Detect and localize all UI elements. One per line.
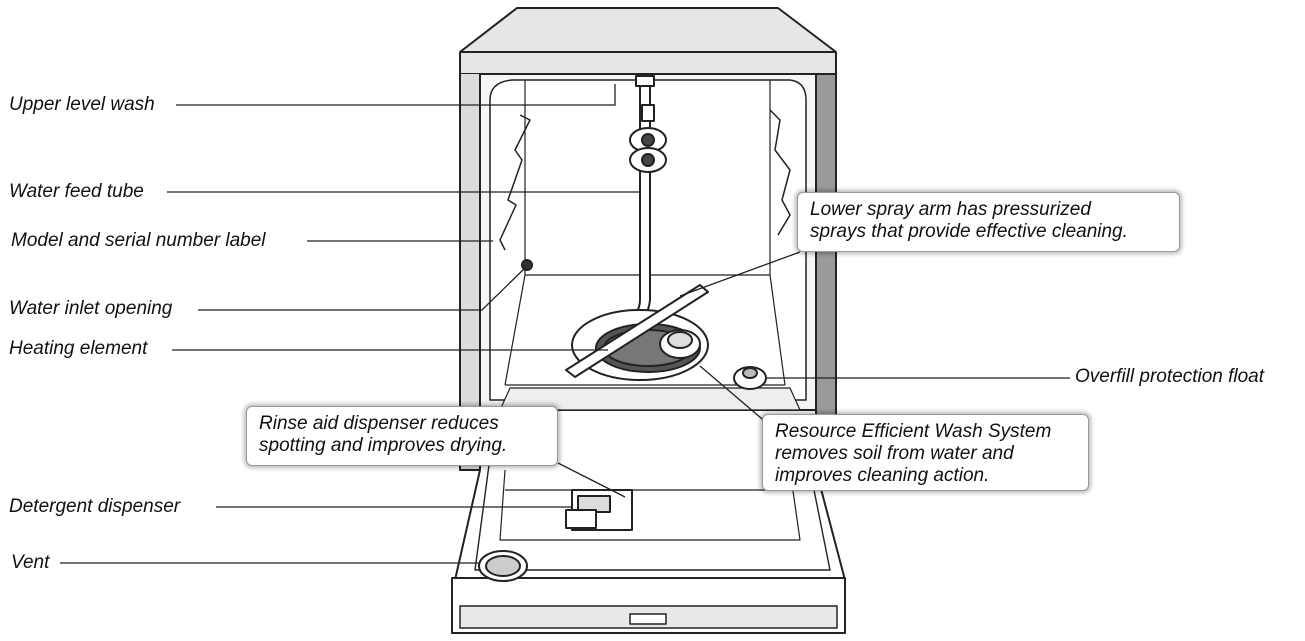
leader-spray-arm [679,251,801,297]
label-upper-level-wash: Upper level wash [9,94,155,115]
leader-wash-system [699,365,769,425]
cabinet-right-side [815,73,837,471]
water-inlet-dot [521,259,533,271]
callout-spray-arm-line-1: Lower spray arm has pressurized [810,199,1091,220]
callout-wash-system-line-1: Resource Efficient Wash System [775,421,1052,442]
callout-wash-system: Resource Efficient Wash System removes s… [762,414,1089,491]
callout-wash-system-line-2: removes soil from water and [775,443,1014,464]
label-vent: Vent [11,552,50,573]
lower-spray-arm [565,284,709,378]
callout-rinse-aid-line-1: Rinse aid dispenser reduces [259,413,499,434]
label-overfill-protection-float: Overfill protection float [1075,366,1265,387]
callout-spray-arm-line-2: sprays that provide effective cleaning. [810,221,1128,242]
leader-water-inlet [198,266,527,311]
label-detergent-dispenser: Detergent dispenser [9,496,181,517]
leader-rinse-aid [557,462,626,498]
callout-rinse-aid: Rinse aid dispenser reduces spotting and… [246,406,558,466]
label-model-serial-number: Model and serial number label [11,230,266,251]
leader-upper-level-wash [176,84,616,106]
callout-wash-system-line-3: improves cleaning action. [775,465,990,486]
label-heating-element: Heating element [9,338,148,359]
callout-rinse-aid-line-2: spotting and improves drying. [259,435,508,456]
label-water-feed-tube: Water feed tube [9,181,144,202]
callout-spray-arm: Lower spray arm has pressurized sprays t… [797,192,1180,252]
cabinet-top [459,7,837,75]
label-water-inlet-opening: Water inlet opening [9,298,173,319]
